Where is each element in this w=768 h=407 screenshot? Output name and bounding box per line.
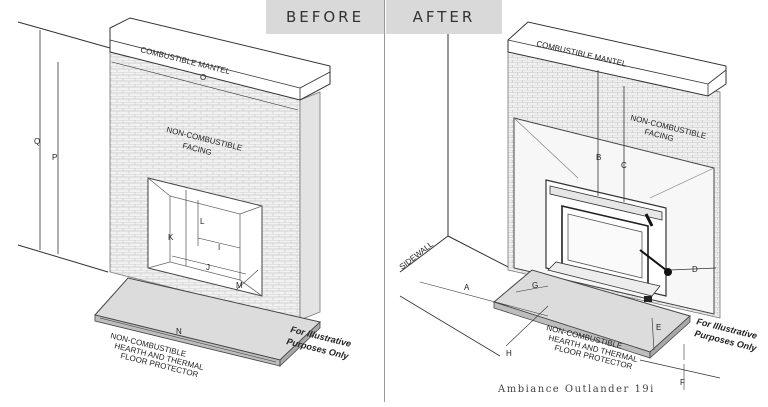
panel-divider bbox=[384, 0, 385, 402]
dim-p: P bbox=[52, 153, 57, 162]
combustible-mantel bbox=[109, 17, 331, 101]
dim-c: C bbox=[621, 161, 627, 170]
dim-j: J bbox=[206, 263, 210, 272]
dim-i: I bbox=[218, 243, 220, 252]
before-tab: BEFORE bbox=[266, 0, 384, 34]
dim-n: N bbox=[176, 327, 182, 336]
dim-f: F bbox=[680, 378, 685, 387]
dim-q: Q bbox=[34, 137, 40, 146]
before-panel bbox=[17, 17, 331, 367]
facing-side bbox=[299, 91, 321, 321]
dim-o: O bbox=[200, 73, 206, 82]
dim-d: D bbox=[692, 265, 698, 274]
after-panel bbox=[399, 14, 727, 390]
dim-l: L bbox=[200, 217, 205, 226]
dim-m: M bbox=[236, 281, 243, 290]
dim-h: H bbox=[506, 349, 512, 358]
dim-g: G bbox=[532, 281, 538, 290]
dim-b: B bbox=[596, 153, 601, 162]
after-combustible-mantel bbox=[507, 21, 727, 97]
product-caption: Ambiance Outlander 19i bbox=[498, 384, 655, 395]
dim-e: E bbox=[656, 323, 661, 332]
floor-line bbox=[17, 244, 109, 273]
after-tab: AFTER bbox=[386, 0, 502, 34]
dim-a: A bbox=[464, 283, 470, 292]
sidewall-label: SIDEWALL bbox=[398, 239, 436, 271]
dim-k: K bbox=[168, 233, 174, 242]
wall-line bbox=[17, 21, 111, 49]
